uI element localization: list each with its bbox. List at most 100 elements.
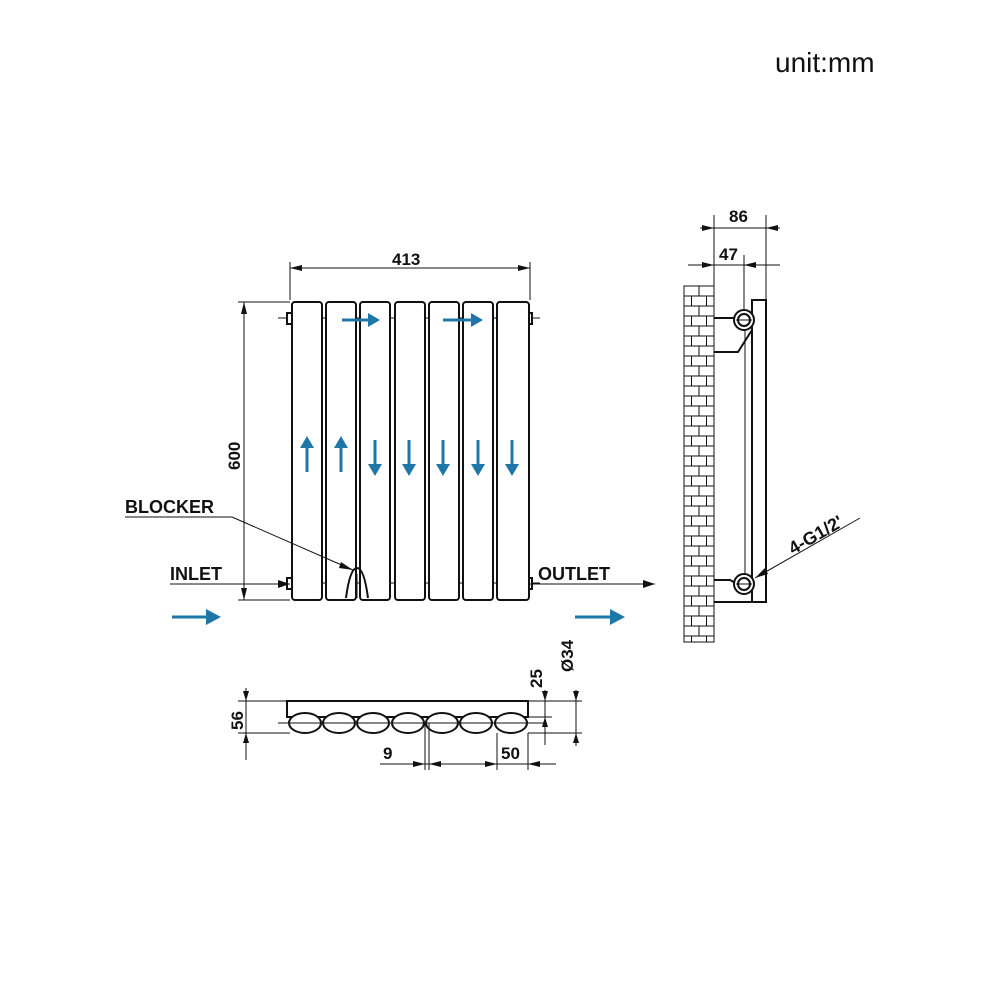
flow-down-arrowhead-2 (402, 464, 416, 476)
flow-down-arrowhead-1 (368, 464, 382, 476)
brick (691, 635, 707, 643)
brick (683, 445, 700, 457)
brick (698, 505, 715, 517)
brick (683, 285, 700, 297)
brick (691, 415, 707, 427)
inlet-line-arrow (278, 580, 290, 588)
brick (698, 285, 715, 297)
brick (683, 355, 692, 367)
brick (683, 505, 700, 517)
brick (706, 375, 715, 387)
brick (683, 575, 692, 587)
brick (683, 325, 700, 337)
brick (698, 365, 715, 377)
brick (706, 455, 715, 467)
height-arrow-bottom (241, 588, 247, 600)
brick (706, 415, 715, 427)
brick (683, 485, 700, 497)
diameter-arrow-top (573, 691, 579, 701)
width-arrow-right (518, 265, 530, 271)
brick (691, 515, 707, 527)
top-flow-arrowhead-1 (368, 313, 380, 327)
brick (683, 315, 692, 327)
brick (698, 525, 715, 537)
flow-up-arrowhead-1 (300, 436, 314, 448)
brick (683, 385, 700, 397)
brick (683, 585, 700, 597)
brick (706, 495, 715, 507)
width-dimension-label: 413 (392, 250, 420, 269)
brick (698, 625, 715, 637)
brick (683, 595, 692, 607)
brick (683, 625, 700, 637)
brick (683, 395, 692, 407)
brick (683, 615, 692, 627)
brick (691, 395, 707, 407)
brick (698, 425, 715, 437)
unit-label: unit:mm (775, 47, 875, 78)
brick (706, 535, 715, 547)
brick (683, 365, 700, 377)
brick (706, 555, 715, 567)
brick (691, 375, 707, 387)
brick (683, 295, 692, 307)
brick (691, 315, 707, 327)
height-arrow-top (241, 302, 247, 314)
brick (683, 605, 700, 617)
pitch-arrow-right (528, 761, 540, 767)
brick (691, 475, 707, 487)
brick (683, 425, 700, 437)
brick (698, 605, 715, 617)
brick (683, 635, 692, 643)
brick (706, 595, 715, 607)
brick (706, 335, 715, 347)
connection-leader-arrow (755, 568, 768, 578)
brick (683, 525, 700, 537)
brick (683, 535, 692, 547)
brick (706, 475, 715, 487)
brick-wall (683, 285, 715, 643)
pitch-label: 50 (501, 744, 520, 763)
brick (691, 615, 707, 627)
brick (683, 345, 700, 357)
brick (691, 455, 707, 467)
inlet-label: INLET (170, 564, 222, 584)
top-flow-arrowhead-2 (471, 313, 483, 327)
brick (683, 455, 692, 467)
brick (698, 585, 715, 597)
blocker-leader-arrow (339, 562, 353, 570)
depth-total-label: 86 (729, 207, 748, 226)
wall-depth-arrow-left (702, 262, 714, 268)
brick (706, 295, 715, 307)
outlet-label: OUTLET (538, 564, 610, 584)
pitch-arrow-left (485, 761, 497, 767)
brick (698, 325, 715, 337)
brick (698, 345, 715, 357)
blocker-shape (345, 566, 369, 599)
brick (691, 335, 707, 347)
brick (691, 435, 707, 447)
connection-leader (754, 517, 861, 579)
pipe-offset-label: 25 (527, 669, 546, 688)
brick (706, 355, 715, 367)
brick (691, 295, 707, 307)
brick (706, 435, 715, 447)
flow-up-arrowhead-2 (334, 436, 348, 448)
outlet-line-arrow (643, 580, 655, 588)
side-view: 86 47 4-G1/2' (683, 207, 861, 643)
brick (691, 355, 707, 367)
brick (683, 415, 692, 427)
connection-label: 4-G1/2' (785, 511, 846, 558)
offset-arrow-top (542, 691, 548, 701)
brick (683, 405, 700, 417)
flow-down-arrowhead-5 (505, 464, 519, 476)
brick (698, 465, 715, 477)
brick (683, 465, 700, 477)
brick (706, 615, 715, 627)
brick (683, 475, 692, 487)
brick (706, 395, 715, 407)
top-height-label: 56 (228, 711, 247, 730)
brick (706, 515, 715, 527)
depth-arrow-left (702, 225, 714, 231)
